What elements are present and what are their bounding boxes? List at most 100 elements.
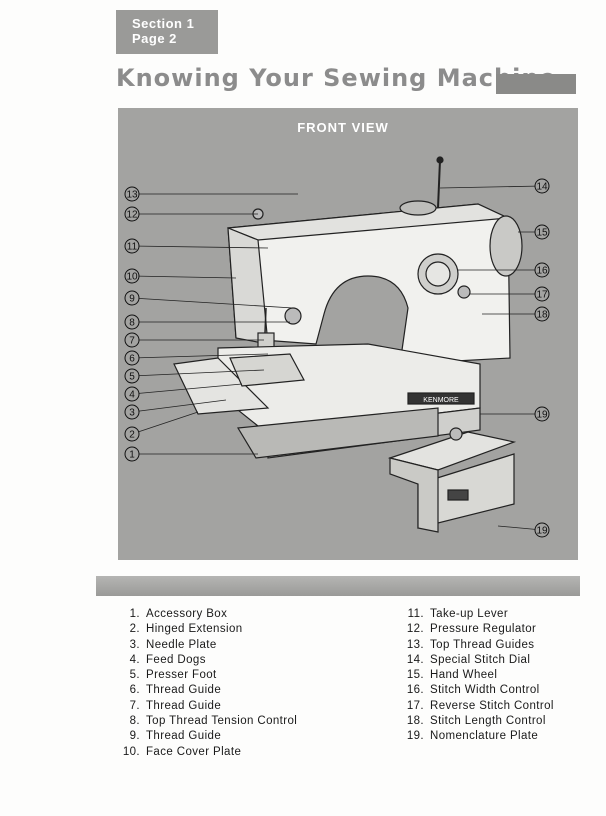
parts-list-item: 4. Feed Dogs	[106, 653, 297, 668]
part-number: 7.	[129, 699, 140, 712]
callout-leader	[131, 353, 269, 359]
sewing-machine-illustration: FRONT VIEW	[124, 120, 550, 538]
part-name: Needle Plate	[146, 638, 217, 651]
parts-list-item: 15. Hand Wheel	[390, 668, 554, 683]
brand-plate-text: KENMORE	[423, 397, 459, 404]
callout-number: 1	[129, 450, 135, 461]
callout-number: 14	[536, 182, 548, 193]
callout-circle	[124, 404, 140, 420]
parts-list-item: 14.Special Stitch Dial	[390, 653, 554, 668]
callout-circle	[124, 186, 140, 202]
parts-list-item: 19.Nomenclature Plate	[390, 729, 554, 744]
part-number: 11.	[407, 608, 424, 620]
callout-circle	[124, 332, 140, 348]
figure-label: FRONT VIEW	[297, 120, 389, 135]
part-name: Hand Wheel	[430, 669, 498, 682]
parts-list-item: 6. Thread Guide	[106, 683, 297, 698]
callout-circle	[124, 290, 140, 306]
part-name: Thread Guide	[146, 730, 222, 743]
callout-circle	[534, 262, 550, 278]
callout-circle	[124, 314, 140, 330]
callout-circle	[534, 522, 550, 538]
accessory-box-illustration	[387, 427, 517, 533]
callout-circle	[124, 206, 140, 222]
callout-number: 12	[126, 210, 138, 221]
callout-number: 17	[536, 290, 548, 301]
parts-list-item: 12.Pressure Regulator	[390, 622, 554, 637]
callout-leader	[439, 185, 543, 189]
parts-list-item: 8. Top Thread Tension Control	[106, 714, 297, 729]
callout-number: 6	[129, 354, 135, 365]
callout-number: 15	[536, 228, 548, 239]
section-label: Section 1	[132, 16, 195, 31]
parts-list-item: 3. Needle Plate	[106, 638, 297, 653]
part-number: 4.	[129, 653, 140, 666]
parts-list-item: 9. Thread Guide	[106, 729, 297, 744]
part-name: Reverse Stitch Control	[430, 699, 554, 712]
parts-list-item: 11. Take-up Lever	[390, 607, 554, 622]
part-name: Thread Guide	[146, 699, 222, 712]
callout-circle	[124, 426, 140, 442]
part-number: 9.	[129, 730, 140, 743]
callout-circle	[124, 238, 140, 254]
callout-leader	[131, 297, 294, 309]
callout-circle	[124, 268, 140, 284]
callout-leader	[131, 245, 269, 249]
callout-leader	[131, 369, 265, 377]
callout-number: 19	[536, 526, 548, 537]
parts-list-item: 2.Hinged Extension	[106, 622, 297, 637]
right-callouts: 14 15 16 17 18 19 19	[439, 178, 550, 538]
part-name: Thread Guide	[146, 684, 222, 697]
machine-body	[173, 156, 523, 459]
callout-circle	[124, 446, 140, 462]
parts-list-item: 16.Stitch Width Control	[390, 683, 554, 698]
part-name: Feed Dogs	[146, 653, 206, 666]
callout-number: 18	[536, 310, 548, 321]
part-name: Special Stitch Dial	[430, 653, 531, 666]
part-number: 3.	[129, 638, 140, 651]
part-name: Top Thread Tension Control	[146, 715, 298, 728]
part-name: Hinged Extension	[146, 623, 243, 636]
callout-number: 16	[536, 266, 548, 277]
callout-circle	[124, 350, 140, 366]
part-number: 5.	[129, 669, 140, 682]
part-number: 10.	[122, 745, 140, 758]
section-tab: Section 1 Page 2	[116, 10, 218, 54]
part-number: 6.	[129, 684, 140, 697]
part-name: Face Cover Plate	[146, 745, 242, 758]
callout-number: 9	[129, 294, 135, 305]
parts-list-item: 5. Presser Foot	[106, 668, 297, 683]
part-number: 8.	[129, 715, 140, 728]
callout-number: 8	[129, 318, 135, 329]
callout-circle	[534, 306, 550, 322]
part-name: Take-up Lever	[430, 608, 509, 620]
part-name: Pressure Regulator	[430, 623, 537, 636]
callout-circle	[534, 286, 550, 302]
part-name: Presser Foot	[146, 669, 217, 682]
callout-circle	[124, 386, 140, 402]
parts-list-item: 13. Top Thread Guides	[390, 638, 554, 653]
part-name: Accessory Box	[146, 608, 228, 620]
callout-circle	[534, 178, 550, 194]
title-rule-bar	[496, 74, 576, 94]
callout-leader	[131, 383, 243, 395]
callout-leader	[131, 275, 237, 279]
page-title: Knowing Your Sewing Machine	[116, 64, 557, 92]
callout-number: 19	[536, 410, 548, 421]
part-number: 13.	[406, 638, 424, 651]
callout-leader	[131, 411, 199, 435]
callout-number: 13	[126, 190, 138, 201]
parts-list-item: 17.Reverse Stitch Control	[390, 699, 554, 714]
parts-list-item: 10. Face Cover Plate	[106, 745, 297, 760]
section-divider-bar	[96, 576, 580, 596]
part-name: Top Thread Guides	[430, 638, 535, 651]
callout-circle	[534, 406, 550, 422]
callout-number: 7	[129, 336, 135, 347]
callout-number: 5	[129, 372, 135, 383]
part-number: 15.	[406, 669, 424, 682]
part-name: Stitch Length Control	[430, 715, 546, 728]
callout-number: 10	[126, 272, 138, 283]
callout-circle	[534, 224, 550, 240]
